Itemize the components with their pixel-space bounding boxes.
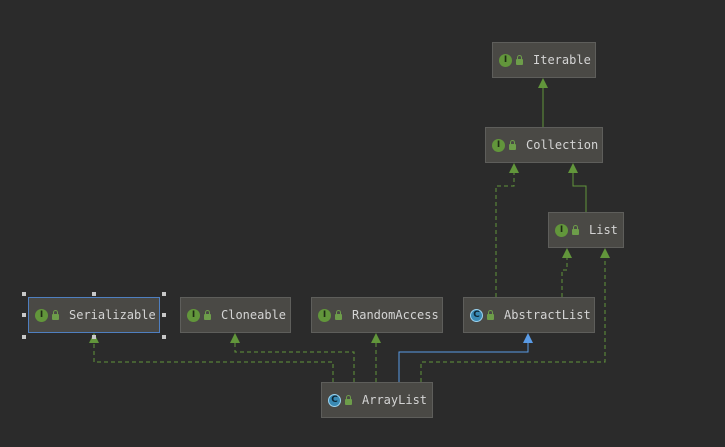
lock-icon <box>487 309 494 320</box>
lock-icon <box>509 139 516 150</box>
lock-icon <box>335 309 342 320</box>
abstract-class-icon: C <box>470 308 483 322</box>
node-collection[interactable]: I Collection <box>485 127 603 163</box>
node-abstractlist[interactable]: C AbstractList <box>463 297 595 333</box>
edge-arraylist-list <box>420 248 610 382</box>
interface-icon: I <box>555 223 568 237</box>
node-label: Cloneable <box>221 308 287 322</box>
edge-abstractlist-collection <box>495 163 519 297</box>
selection-handle[interactable] <box>22 292 26 296</box>
interface-icon: I <box>318 308 331 322</box>
node-label: ArrayList <box>362 393 428 407</box>
edge-arraylist-serializable <box>89 333 334 382</box>
lock-icon <box>345 394 352 405</box>
selection-handle[interactable] <box>92 292 96 296</box>
node-label: Iterable <box>533 53 591 67</box>
node-label: List <box>589 223 618 237</box>
lock-icon <box>204 309 211 320</box>
node-label: Serializable <box>69 308 156 322</box>
interface-icon: I <box>187 308 200 322</box>
edge-abstractlist-list <box>561 248 572 297</box>
lock-icon <box>516 54 523 65</box>
edge-list-collection <box>568 163 587 212</box>
selection-handle[interactable] <box>162 292 166 296</box>
selection-handle[interactable] <box>162 313 166 317</box>
node-arraylist[interactable]: C ArrayList <box>321 382 433 418</box>
node-cloneable[interactable]: I Cloneable <box>180 297 291 333</box>
selection-handle[interactable] <box>92 335 96 339</box>
lock-icon <box>572 224 579 235</box>
node-label: Collection <box>526 138 599 152</box>
node-label: RandomAccess <box>352 308 439 322</box>
node-label: AbstractList <box>504 308 591 322</box>
interface-icon: I <box>492 138 505 152</box>
edge-arraylist-abstractlist <box>398 333 533 382</box>
selection-handle[interactable] <box>22 335 26 339</box>
selection-handle[interactable] <box>22 313 26 317</box>
node-iterable[interactable]: I Iterable <box>492 42 596 78</box>
lock-icon <box>52 309 59 320</box>
selection-handle[interactable] <box>162 335 166 339</box>
node-list[interactable]: I List <box>548 212 624 248</box>
interface-icon: I <box>499 53 512 67</box>
node-randomaccess[interactable]: I RandomAccess <box>311 297 443 333</box>
node-serializable[interactable]: I Serializable <box>28 297 160 333</box>
edge-arraylist-cloneable <box>230 333 355 382</box>
class-icon: C <box>328 393 341 407</box>
interface-icon: I <box>35 308 48 322</box>
